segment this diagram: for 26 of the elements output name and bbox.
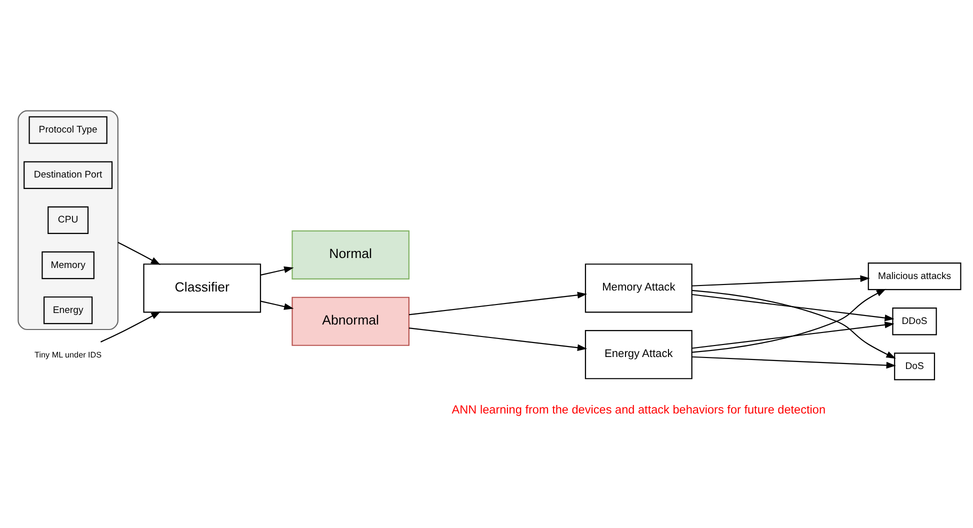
arrow xyxy=(118,241,161,264)
arrow xyxy=(408,291,588,315)
arrow xyxy=(692,293,894,321)
node-box: Destination Port xyxy=(24,160,113,188)
node-text: Tiny ML under IDS xyxy=(34,350,102,359)
node-box: DoS xyxy=(894,352,936,380)
node-box: Normal xyxy=(292,230,410,279)
node-box: CPU xyxy=(48,206,89,234)
node-box: Energy xyxy=(44,296,93,324)
node-box: Energy Attack xyxy=(584,330,692,379)
arrow xyxy=(260,300,294,310)
cluster xyxy=(18,110,118,330)
label: ANN learning from the devices and attack behaviors for future detection xyxy=(452,402,826,416)
node-box: Malicious attacks xyxy=(868,262,962,290)
node-box: Classifier xyxy=(143,263,262,312)
arrow xyxy=(408,327,588,350)
node-box: Protocol Type xyxy=(28,116,108,144)
node-box: DDoS xyxy=(892,307,937,335)
arrow xyxy=(100,310,161,342)
node-box: Memory Attack xyxy=(584,263,692,312)
node-box: Abnormal xyxy=(292,296,410,346)
arrow xyxy=(692,356,896,368)
arrow xyxy=(692,274,870,286)
node-box: Memory xyxy=(42,250,94,279)
arrow xyxy=(260,266,294,276)
arrow xyxy=(692,321,894,348)
